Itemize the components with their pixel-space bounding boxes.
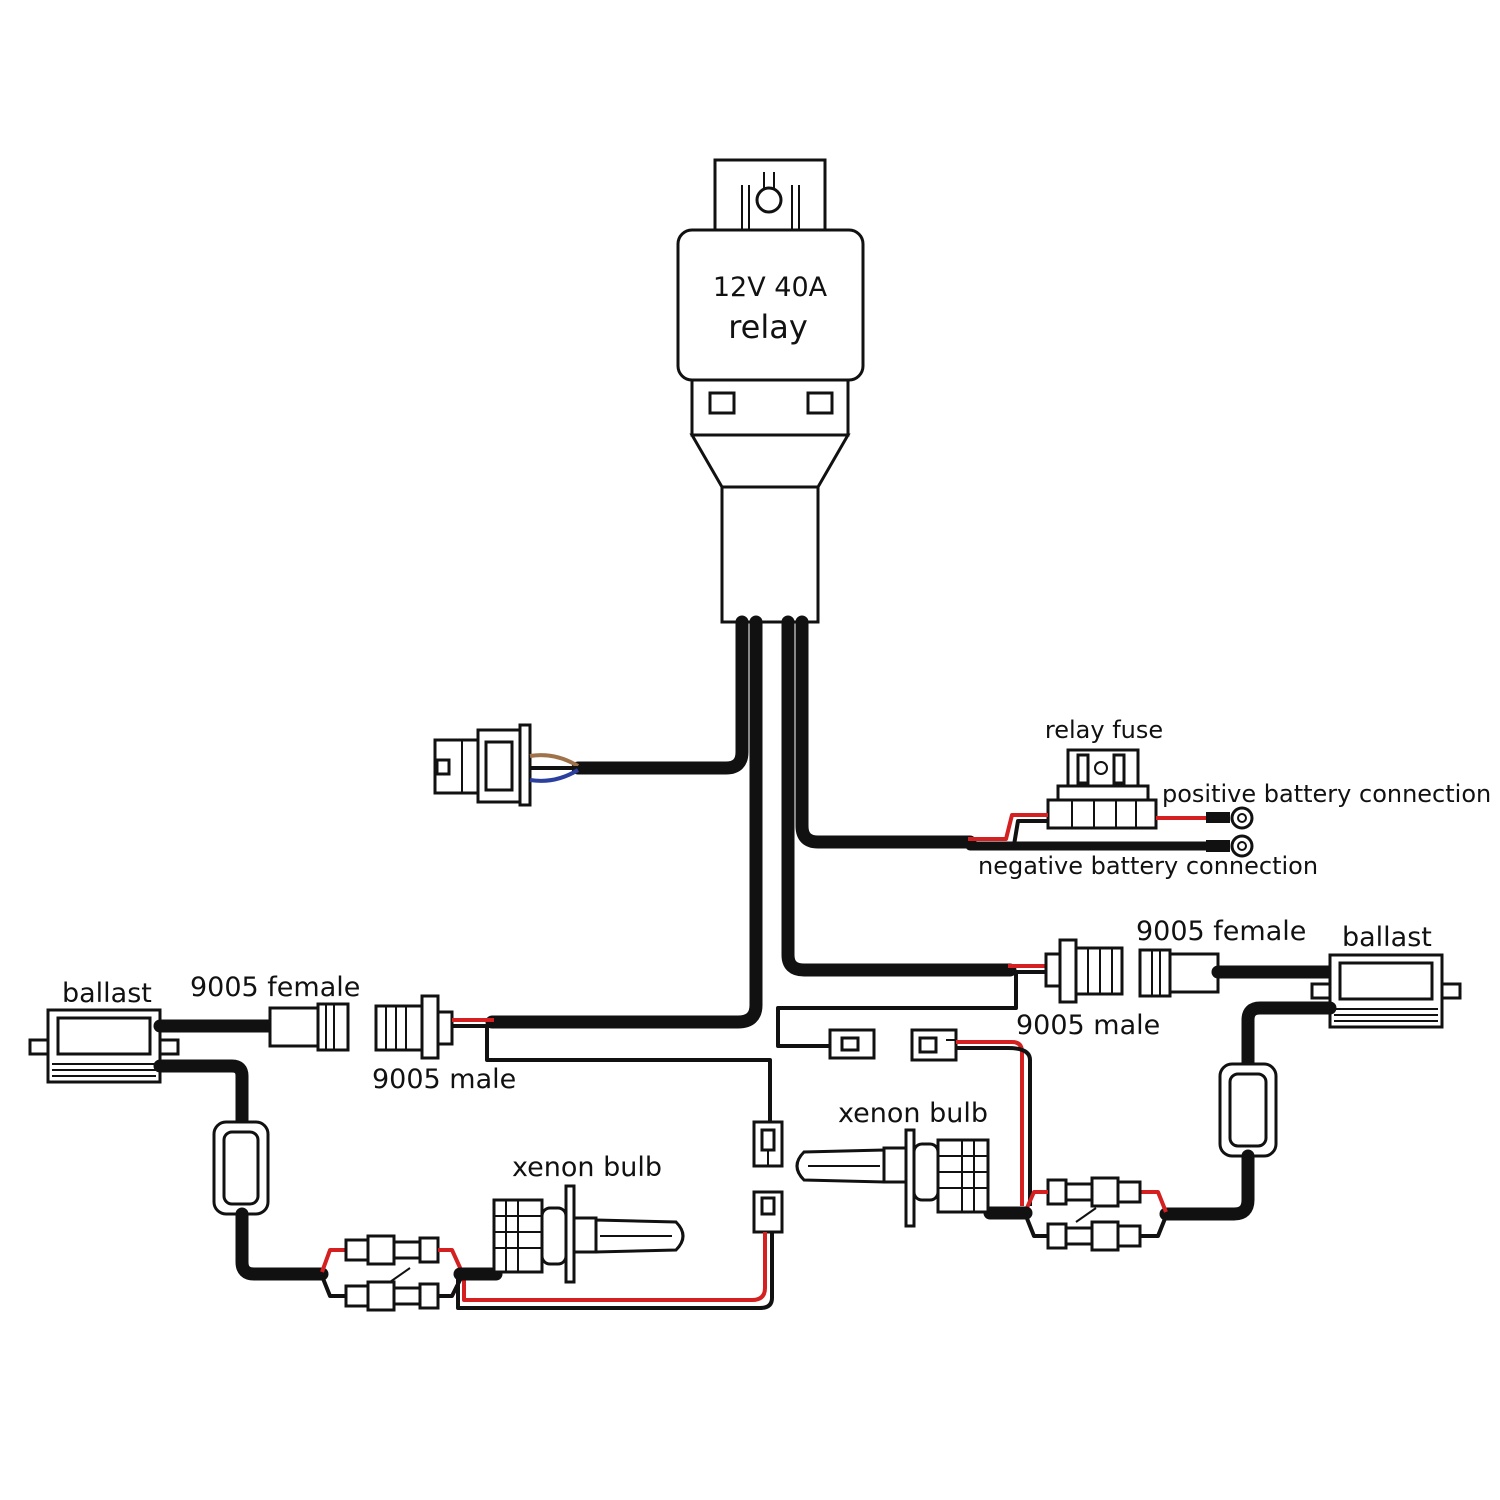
positive-ring-terminal	[1206, 806, 1254, 830]
relay-slot-right	[806, 391, 834, 415]
harness-cables	[485, 615, 1017, 1029]
left-9005-female-label: 9005 female	[190, 972, 360, 1003]
relay-slot-left	[708, 391, 736, 415]
negative-ring-terminal	[1206, 834, 1254, 858]
right-ballast	[1310, 953, 1462, 1029]
left-9005-male	[374, 994, 454, 1060]
right-ballast-label: ballast	[1342, 922, 1432, 953]
left-9005-male-label: 9005 male	[372, 1064, 516, 1095]
right-xenon-bulb	[795, 1128, 990, 1228]
relay-rating-label: 12V 40A	[713, 272, 828, 303]
relay-sleeve	[720, 485, 820, 624]
left-circuit: ballast 9005 female 9005 male	[28, 972, 784, 1312]
relay-taper	[689, 433, 851, 489]
right-9005-female-label: 9005 female	[1136, 916, 1306, 947]
right-9005-male-label: 9005 male	[1016, 1010, 1160, 1041]
cable-to-battery	[795, 615, 977, 849]
right-ground-connector-male	[828, 1028, 876, 1060]
left-bulb-connectors	[320, 1234, 464, 1312]
relay-name-label: relay	[728, 308, 808, 346]
right-xenon-bulb-label: xenon bulb	[838, 1098, 988, 1129]
left-ballast	[28, 1008, 180, 1084]
battery-connections: relay fuse positive battery connection	[965, 716, 1491, 880]
headlight-plug	[433, 723, 580, 807]
left-ground-connector-male	[752, 1190, 784, 1234]
cable-to-left-9005-male	[485, 615, 763, 1029]
negative-battery-label: negative battery connection	[978, 852, 1318, 880]
relay-fuse	[1046, 748, 1158, 830]
positive-battery-label: positive battery connection	[1162, 780, 1491, 808]
cable-to-headlight-plug	[571, 615, 749, 775]
right-9005-female	[1138, 948, 1220, 998]
relay-fuse-label: relay fuse	[1045, 716, 1163, 744]
right-bulb-connectors	[1024, 1176, 1168, 1252]
left-ballast-label: ballast	[62, 978, 152, 1009]
right-9005-male	[1044, 938, 1124, 1004]
left-xenon-bulb	[492, 1184, 685, 1284]
relay-mounting-hole	[755, 186, 783, 214]
right-ground-connector-female	[910, 1028, 958, 1062]
left-xenon-bulb-label: xenon bulb	[512, 1152, 662, 1183]
relay: 12V 40A relay	[676, 158, 865, 624]
left-ignitor	[212, 1120, 270, 1216]
left-ground-connector-female	[752, 1120, 784, 1168]
right-ignitor	[1218, 1062, 1278, 1158]
right-circuit: 9005 female ballast 9005 male	[776, 916, 1462, 1252]
cable-to-right-9005-male	[781, 615, 1017, 977]
left-9005-female	[268, 1002, 350, 1052]
relay-body	[676, 228, 865, 382]
